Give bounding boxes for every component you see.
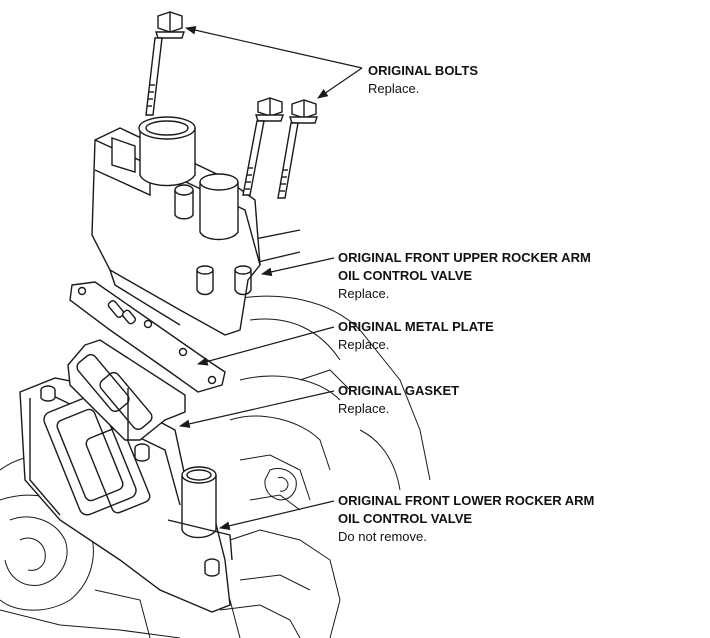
callout-title: ORIGINAL GASKET — [338, 383, 460, 398]
callout-original-bolts: ORIGINAL BOLTS Replace. — [368, 62, 478, 98]
callout-title-line2: OIL CONTROL VALVE — [338, 268, 473, 283]
callout-note: Do not remove. — [338, 529, 427, 544]
gasket — [67, 339, 186, 441]
bolt-left — [145, 11, 185, 116]
upper-oil-control-valve — [91, 116, 261, 336]
leader-metal-plate — [196, 326, 335, 366]
leader-bolts-left — [184, 25, 363, 69]
callout-gasket: ORIGINAL GASKET Replace. — [338, 382, 459, 418]
leader-gasket — [178, 390, 335, 429]
callout-lower-oil-control-valve: ORIGINAL FRONT LOWER ROCKER ARM OIL CONT… — [338, 492, 594, 546]
engine-block-background — [0, 229, 431, 638]
leader-lines — [178, 25, 363, 530]
bolt-right — [277, 99, 318, 199]
callout-metal-plate: ORIGINAL METAL PLATE Replace. — [338, 318, 494, 354]
callout-note: Replace. — [368, 81, 420, 96]
callout-title-line2: OIL CONTROL VALVE — [338, 511, 473, 526]
callout-note: Replace. — [338, 286, 390, 301]
callout-upper-oil-control-valve: ORIGINAL FRONT UPPER ROCKER ARM OIL CONT… — [338, 249, 591, 303]
callout-title: ORIGINAL BOLTS — [368, 63, 479, 78]
metal-plate — [69, 281, 226, 393]
leader-lower-valve — [218, 500, 335, 530]
leader-bolts-right — [317, 67, 363, 99]
callout-note: Replace. — [338, 337, 390, 352]
callout-note: Replace. — [338, 401, 390, 416]
callout-title-line1: ORIGINAL FRONT LOWER ROCKER ARM — [338, 493, 595, 508]
lower-oil-control-valve-housing — [19, 377, 233, 613]
bolt-middle — [242, 97, 284, 196]
leader-upper-valve — [260, 257, 335, 277]
callout-title: ORIGINAL METAL PLATE — [338, 319, 494, 334]
callout-title-line1: ORIGINAL FRONT UPPER ROCKER ARM — [338, 250, 591, 265]
